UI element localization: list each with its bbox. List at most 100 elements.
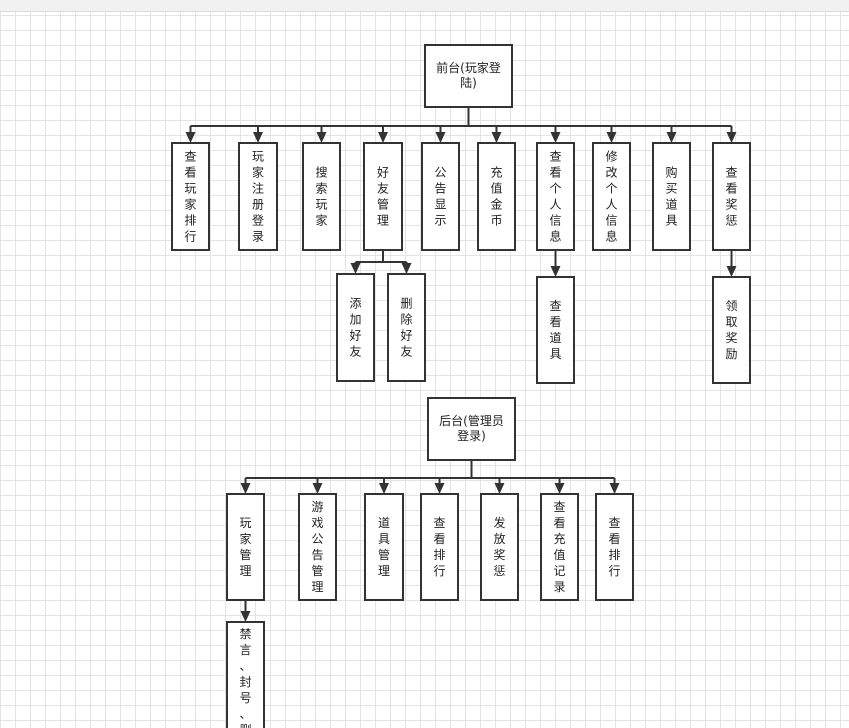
node-n7a[interactable]: 查看道具 (536, 276, 575, 384)
node-box (712, 142, 751, 251)
node-label-char: 玩 (315, 198, 327, 212)
node-n5[interactable]: 公告显示 (421, 142, 460, 251)
node-label: 后台(管理员登录) (439, 413, 504, 443)
node-label-char: 奖 (725, 331, 737, 345)
node-label-char: 放 (493, 531, 505, 546)
node-label: 游戏公告管理 (311, 500, 323, 594)
node-label-char: 值 (553, 547, 565, 562)
node-box (298, 493, 337, 601)
node-n1[interactable]: 查看玩家排行 (171, 142, 210, 251)
node-n10[interactable]: 查看奖惩 (712, 142, 751, 251)
node-n4b[interactable]: 删除好友 (387, 273, 426, 382)
node-n4a[interactable]: 添加好友 (336, 273, 375, 382)
node-n6[interactable]: 充值金币 (477, 142, 516, 251)
node-b5[interactable]: 发放奖惩 (480, 493, 519, 601)
node-label: 删除好友 (400, 297, 412, 359)
node-n10a[interactable]: 领取奖励 (712, 276, 751, 384)
node-label-char: 号 (239, 691, 251, 705)
node-label-char: 买 (665, 182, 677, 196)
node-n7[interactable]: 查看个人信息 (536, 142, 575, 251)
front-edge-arrow-n5 (435, 132, 446, 143)
node-label-char: 添 (349, 297, 361, 311)
node-label-char: 、 (239, 659, 251, 673)
node-label-char: 公 (311, 532, 323, 546)
node-box (387, 273, 426, 382)
nodes: 前台(玩家登陆)查看玩家排行玩家注册登录搜索玩家好友管理公告显示充值金币查看个人… (171, 44, 751, 728)
node-n2[interactable]: 玩家注册登录 (238, 142, 278, 251)
node-label-char: 惩 (493, 564, 505, 578)
node-box (302, 142, 341, 251)
node-label-line: 后台(管理员 (439, 413, 504, 428)
node-label-char: 理 (377, 214, 389, 228)
node-label: 查看道具 (549, 299, 561, 361)
node-label-char: 家 (239, 531, 251, 546)
node-b2[interactable]: 游戏公告管理 (298, 493, 337, 601)
node-label: 前台(玩家登陆) (436, 60, 501, 90)
node-label-char: 息 (605, 229, 617, 244)
node-label-char: 禁 (239, 627, 251, 641)
node-n9[interactable]: 购买道具 (652, 142, 691, 251)
node-label-char: 查 (184, 150, 196, 164)
node-label: 好友管理 (377, 166, 389, 228)
node-b6[interactable]: 查看充值记录 (540, 493, 579, 601)
node-label: 禁言、封号、删 (239, 627, 251, 728)
node-label-char: 游 (311, 500, 323, 514)
node-label-char: 告 (311, 548, 323, 562)
node-label-char: 好 (349, 329, 361, 343)
node-label: 查看排行 (433, 516, 445, 578)
node-label-char: 玩 (239, 516, 251, 530)
node-label-line: 前台(玩家登 (436, 60, 501, 75)
node-label-char: 家 (315, 213, 327, 228)
node-n4[interactable]: 好友管理 (363, 142, 403, 251)
node-label: 查看奖惩 (725, 166, 737, 228)
node-label-char: 查 (553, 500, 565, 514)
node-label-char: 删 (400, 297, 412, 311)
node-label-char: 录 (553, 580, 565, 594)
node-label: 搜索玩家 (315, 165, 327, 228)
node-label: 查看充值记录 (553, 500, 565, 594)
node-back_root[interactable]: 后台(管理员登录) (427, 397, 516, 461)
node-label-line: 登录) (457, 428, 486, 443)
node-label-char: 信 (605, 214, 617, 228)
front-edge-arrow-n8 (606, 132, 617, 143)
node-label-char: 人 (549, 198, 561, 212)
node-label: 查看个人信息 (549, 150, 561, 244)
player-mgmt-edge-arrow-b1a (240, 611, 251, 622)
node-label-char: 注 (252, 181, 264, 196)
node-label-char: 币 (490, 214, 502, 228)
node-label-char: 看 (184, 166, 196, 180)
node-front_root[interactable]: 前台(玩家登陆) (424, 44, 513, 108)
reward-edge-arrow-n10a (726, 266, 737, 277)
node-b3[interactable]: 道具管理 (364, 493, 404, 601)
node-label-char: 加 (349, 313, 361, 327)
node-box (712, 276, 751, 384)
back-edge-arrow-b4 (434, 483, 445, 494)
node-label-char: 理 (378, 564, 390, 578)
node-label-char: 管 (239, 547, 251, 562)
node-label-char: 看 (549, 166, 561, 180)
node-label-char: 具 (378, 532, 390, 546)
node-b4[interactable]: 查看排行 (420, 493, 459, 601)
node-b7[interactable]: 查看排行 (595, 493, 634, 601)
node-label-char: 删 (239, 723, 251, 728)
back-edge-arrow-b7 (609, 483, 620, 494)
front-edge-arrow-n10 (726, 132, 737, 143)
node-label-char: 行 (433, 564, 445, 578)
back-edge-arrow-b1 (240, 483, 251, 494)
node-n3[interactable]: 搜索玩家 (302, 142, 341, 251)
node-box (226, 621, 265, 728)
node-label-char: 充 (490, 165, 502, 180)
back-edge-arrow-b2 (312, 483, 323, 494)
node-box (364, 493, 404, 601)
node-label-char: 查 (608, 516, 620, 530)
node-label-char: 发 (493, 515, 505, 530)
node-label-char: 道 (549, 331, 561, 345)
node-b1[interactable]: 玩家管理 (226, 493, 265, 601)
node-label-char: 查 (433, 516, 445, 530)
node-b1a[interactable]: 禁言、封号、删 (226, 621, 265, 728)
node-label: 查看玩家排行 (184, 150, 196, 244)
node-n8[interactable]: 修改个人信息 (592, 142, 631, 251)
node-label-char: 友 (377, 182, 389, 196)
node-label-char: 示 (434, 214, 446, 228)
node-label-char: 管 (378, 547, 390, 562)
